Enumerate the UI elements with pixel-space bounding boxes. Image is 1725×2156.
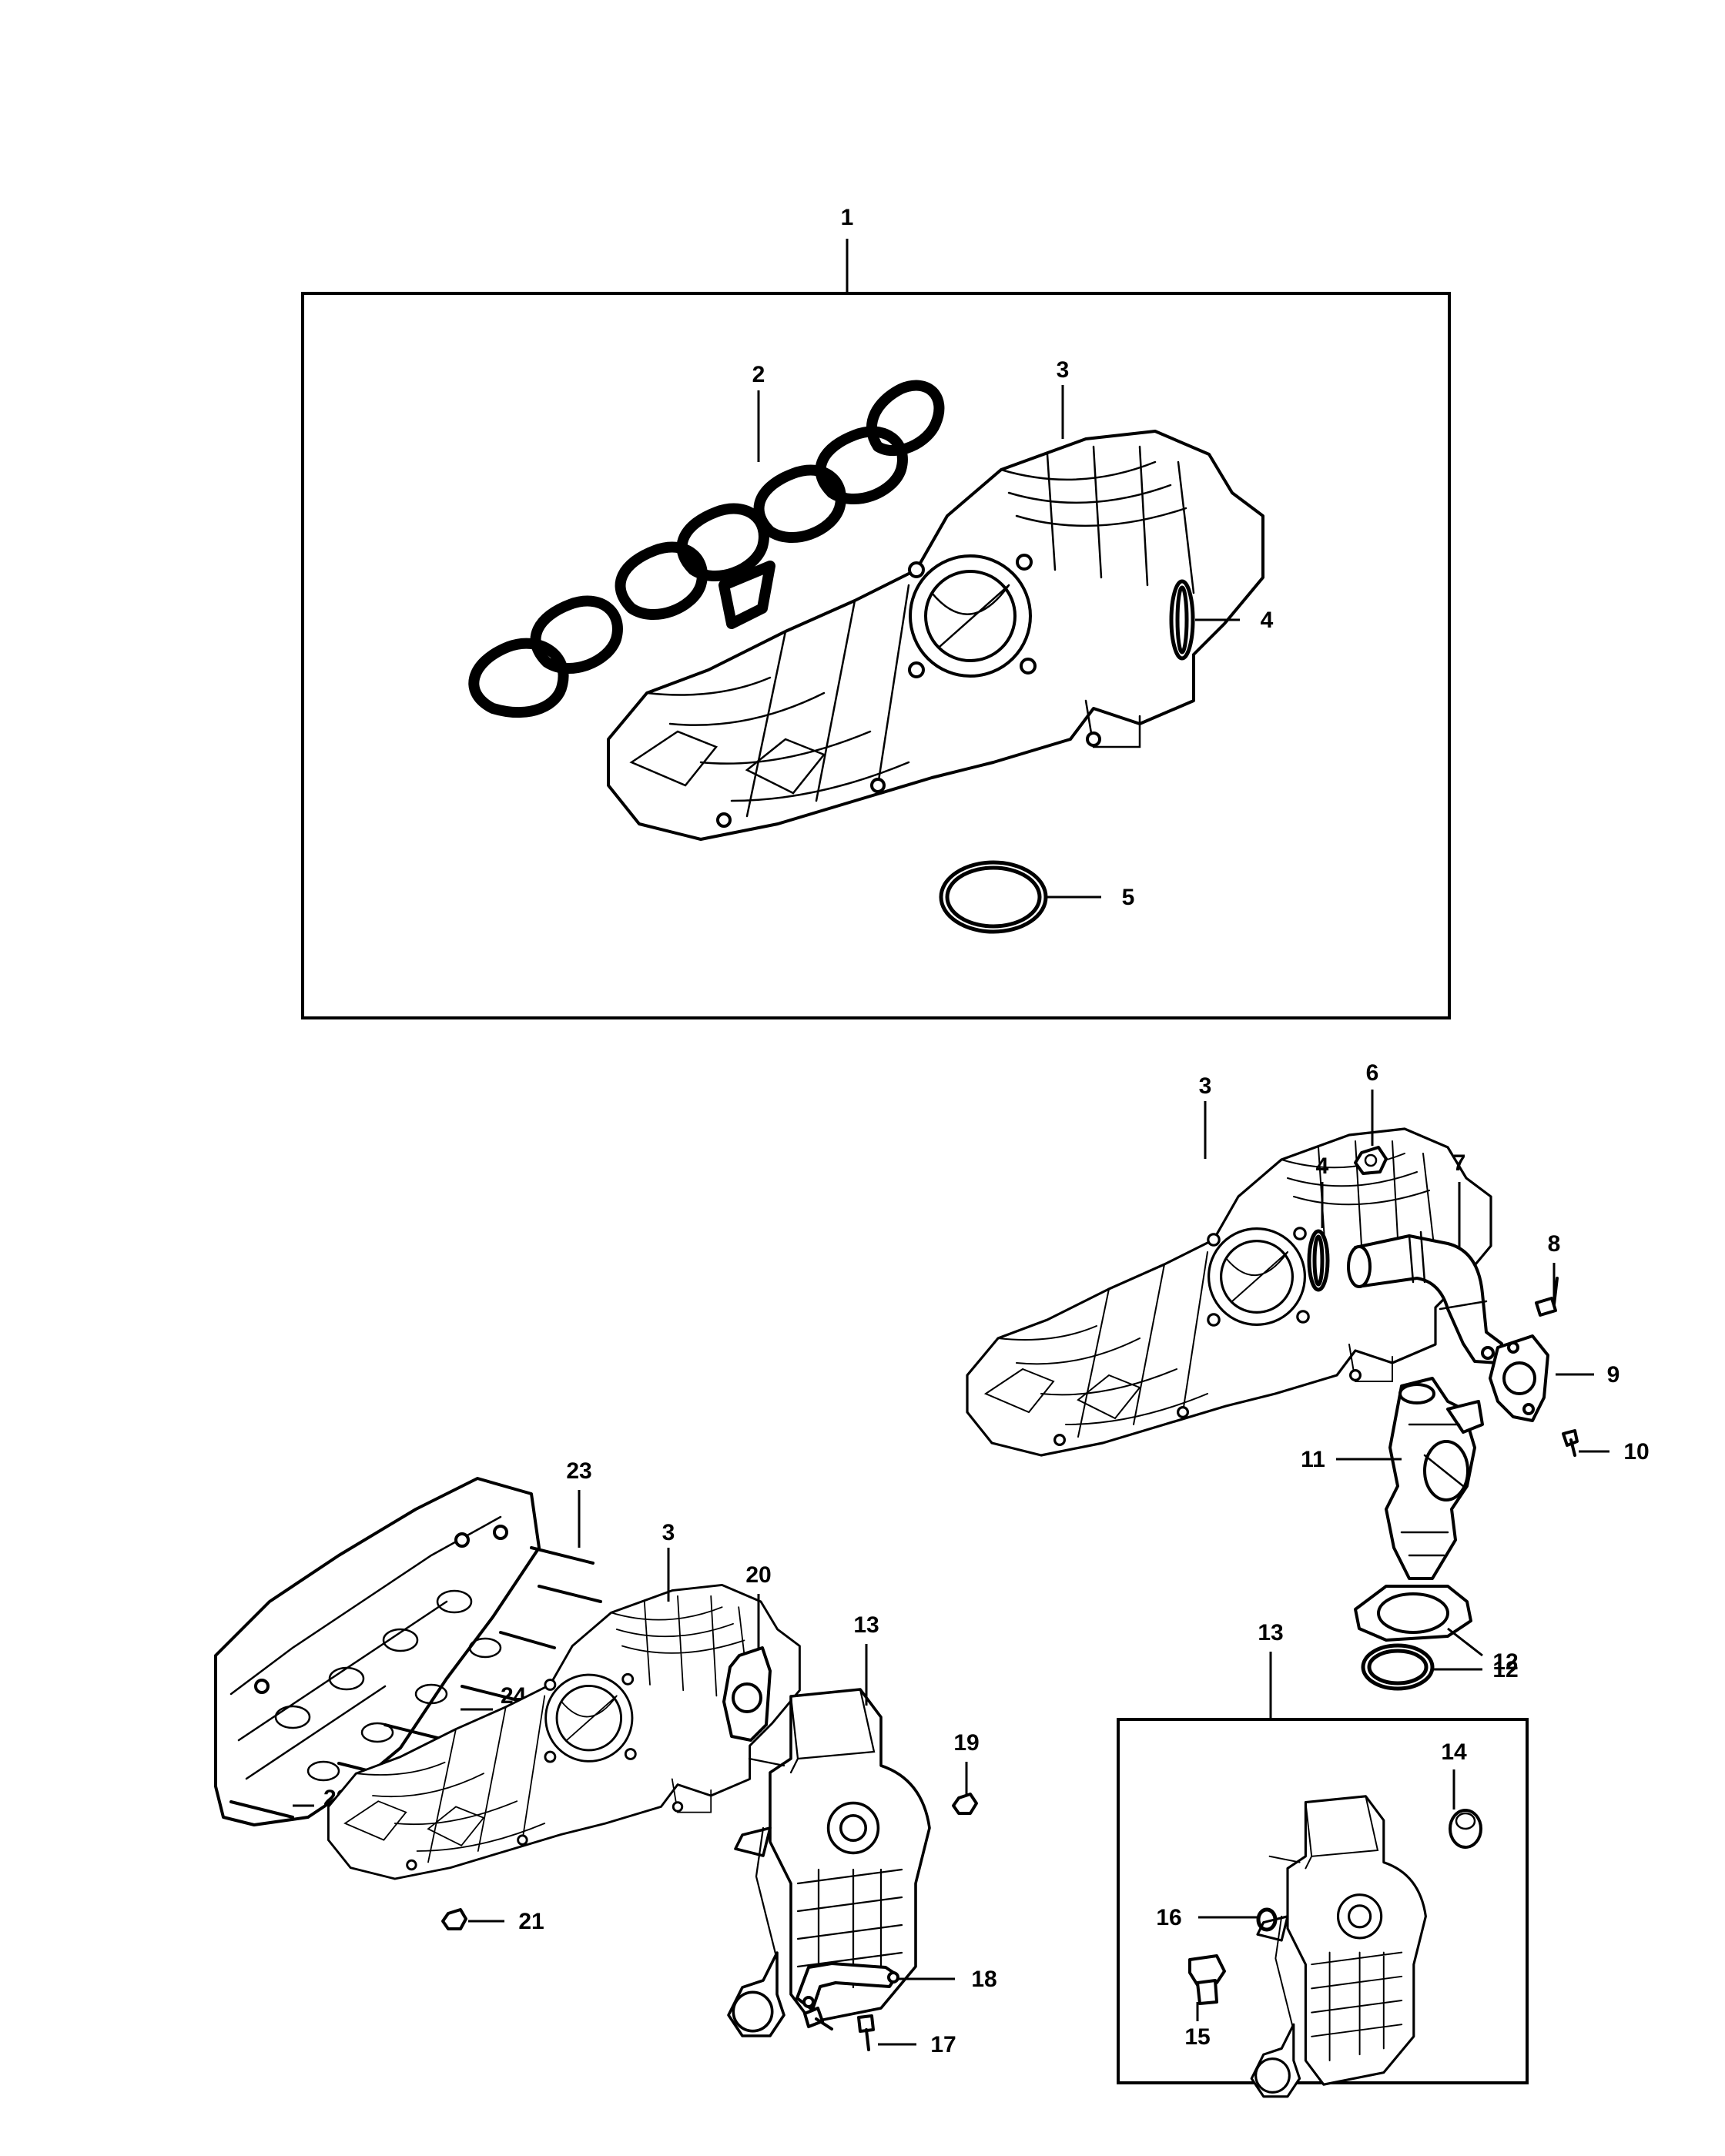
nut-icon bbox=[1354, 1146, 1388, 1175]
nut-icon bbox=[952, 1793, 978, 1815]
callout-15: 15 bbox=[1184, 2024, 1210, 2050]
o-ring-icon bbox=[1307, 1229, 1330, 1292]
cylinder-head-icon bbox=[214, 1477, 541, 1826]
callout-23: 23 bbox=[566, 1458, 591, 1484]
callout-20: 20 bbox=[745, 1562, 771, 1588]
callout-5: 5 bbox=[1122, 885, 1135, 910]
callout-11: 11 bbox=[1301, 1447, 1325, 1472]
callout-4-middle: 4 bbox=[1316, 1153, 1329, 1179]
callout-3-lower: 3 bbox=[662, 1520, 675, 1545]
kit-frame bbox=[301, 292, 1451, 1019]
callout-3-middle: 3 bbox=[1199, 1073, 1212, 1099]
callout-8: 8 bbox=[1548, 1231, 1561, 1257]
fitting-icon bbox=[1188, 1954, 1226, 2005]
callout-13-lower: 13 bbox=[853, 1612, 879, 1638]
tube-icon bbox=[1347, 1230, 1503, 1364]
o-ring-icon bbox=[1169, 579, 1195, 661]
callout-16: 16 bbox=[1156, 1905, 1181, 1930]
callout-4-top: 4 bbox=[1261, 608, 1274, 633]
bracket-icon bbox=[796, 1962, 899, 2011]
callout-7: 7 bbox=[1453, 1150, 1466, 1176]
callout-19: 19 bbox=[953, 1730, 979, 1756]
callout-3-top: 3 bbox=[1057, 357, 1070, 383]
plug-icon bbox=[1449, 1809, 1482, 1849]
egr-valve-icon bbox=[1385, 1377, 1484, 1580]
o-ring-icon bbox=[939, 860, 1048, 934]
manifold-gasket-icon bbox=[1354, 1585, 1472, 1642]
callout-12-ring: 12 bbox=[1492, 1657, 1518, 1682]
callout-9: 9 bbox=[1607, 1362, 1620, 1388]
callout-12-gasket: 12 bbox=[1492, 1649, 1518, 1675]
o-ring-icon bbox=[1256, 1907, 1278, 1932]
manifold-gasket-icon bbox=[722, 1646, 772, 1742]
nut-icon bbox=[441, 1908, 467, 1930]
callout-6: 6 bbox=[1366, 1060, 1379, 1086]
callout-13-box: 13 bbox=[1258, 1620, 1283, 1645]
manifold-gasket-icon bbox=[468, 380, 945, 718]
egr-cooler-icon bbox=[1250, 1795, 1427, 2098]
callout-17: 17 bbox=[930, 2032, 956, 2057]
intake-manifold-icon bbox=[607, 430, 1264, 841]
callout-21: 21 bbox=[518, 1909, 544, 1934]
callout-14: 14 bbox=[1441, 1739, 1467, 1765]
callout-10: 10 bbox=[1623, 1439, 1649, 1465]
callout-18: 18 bbox=[971, 1967, 996, 1992]
bolt-icon bbox=[803, 2007, 875, 2051]
bolt-icon bbox=[1535, 1277, 1559, 1317]
callout-2: 2 bbox=[752, 362, 765, 387]
manifold-gasket-icon bbox=[1489, 1334, 1549, 1422]
bolt-icon bbox=[1562, 1429, 1579, 1457]
callout-1: 1 bbox=[841, 205, 854, 230]
o-ring-icon bbox=[1361, 1643, 1435, 1691]
